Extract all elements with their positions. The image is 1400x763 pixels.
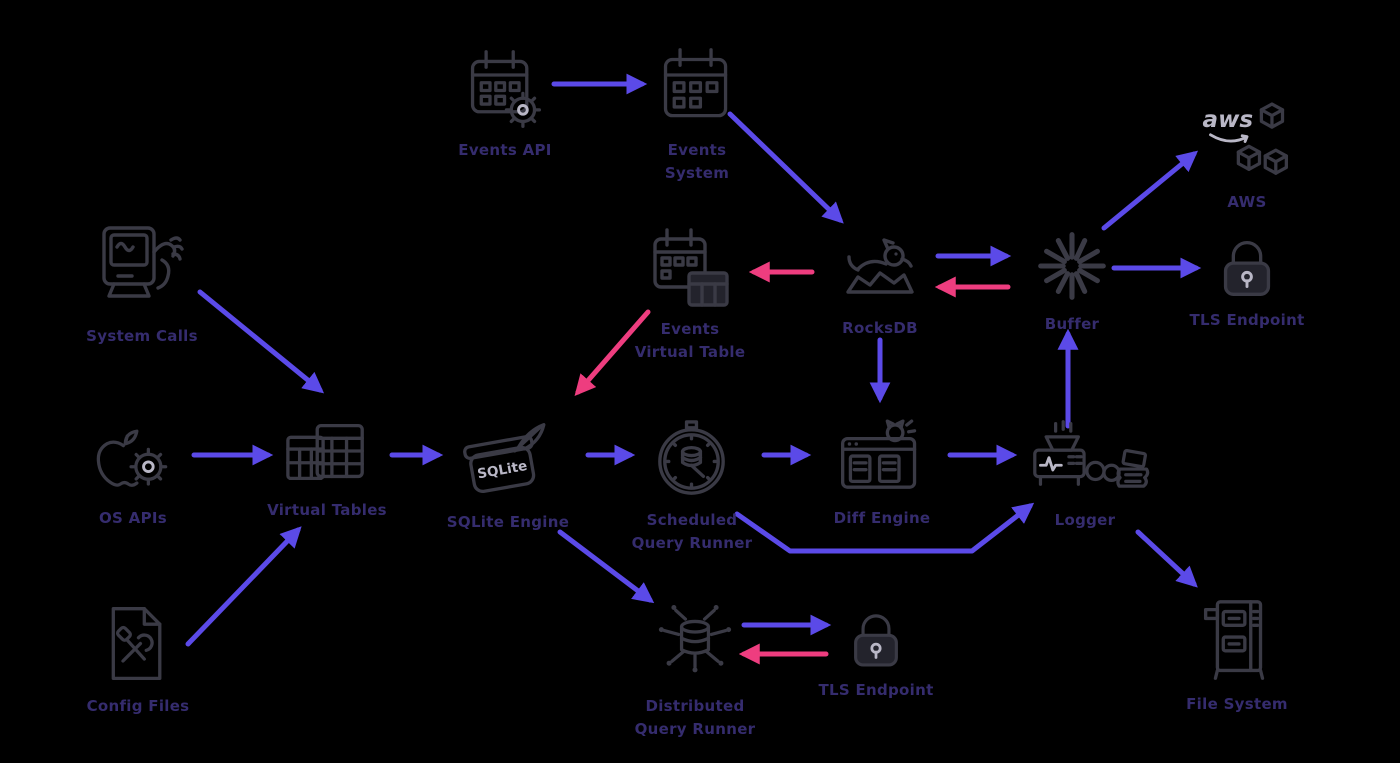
node-diff-engine: Diff Engine <box>787 414 977 530</box>
node-buffer: Buffer <box>977 222 1167 336</box>
document-tools-icon <box>111 607 162 681</box>
node-file-system: File System <box>1142 592 1332 716</box>
node-label: Virtual Tables <box>267 501 387 519</box>
tables-icon <box>286 423 364 481</box>
node-label: OS APIs <box>99 509 167 527</box>
node-label: Events API <box>458 141 552 159</box>
starburst-icon <box>1038 232 1106 300</box>
node-label: System Calls <box>86 327 198 345</box>
lock-icon <box>1223 240 1271 296</box>
node-virtual-tables: Virtual Tables <box>232 408 422 522</box>
node-events-api: Events API <box>410 44 600 162</box>
aws-icon: aws <box>1203 102 1288 175</box>
calendar-gear-icon <box>470 50 542 128</box>
svg-text:aws: aws <box>1203 107 1254 133</box>
node-label: RocksDB <box>842 319 918 337</box>
node-events-system: Events System <box>602 44 792 184</box>
diff-window-cat-icon <box>841 419 917 489</box>
rocksdb-dog-icon <box>846 238 914 294</box>
node-label: Events System <box>664 141 730 182</box>
node-aws: aws AWS <box>1152 96 1342 214</box>
logger-machine-icon <box>1033 420 1150 488</box>
node-label: AWS <box>1227 193 1267 211</box>
calendar-table-icon <box>653 228 729 307</box>
node-config-files: Config Files <box>43 598 233 718</box>
computer-icon <box>102 226 184 298</box>
distributed-database-icon <box>658 605 732 673</box>
node-scheduled-query-runner: Scheduled Query Runner <box>597 412 787 554</box>
node-label: Config Files <box>86 697 190 715</box>
arrow-logger-to-file-system <box>1135 529 1198 588</box>
svg-text:SQLite: SQLite <box>476 458 528 482</box>
apple-gear-icon <box>96 429 168 487</box>
clock-database-icon <box>658 420 725 495</box>
node-os-apis: OS APIs <box>38 416 228 530</box>
node-label: TLS Endpoint <box>818 681 934 699</box>
node-tls-endpoint-bottom: TLS Endpoint <box>781 602 971 702</box>
node-system-calls: System Calls <box>47 214 237 348</box>
node-label: Logger <box>1054 511 1116 529</box>
node-rocksdb: RocksDB <box>785 222 975 340</box>
lock-icon <box>854 614 898 667</box>
node-events-virtual-table: Events Virtual Table <box>595 225 785 363</box>
node-label: Buffer <box>1044 315 1100 333</box>
sqlite-jar-icon: SQLite <box>463 423 546 494</box>
node-label: SQLite Engine <box>446 513 570 531</box>
node-label: Diff Engine <box>833 509 931 527</box>
node-distributed-query-runner: Distributed Query Runner <box>600 596 790 740</box>
node-label: Scheduled Query Runner <box>631 511 753 552</box>
node-label: Events Virtual Table <box>634 320 746 361</box>
node-sqlite-engine: SQLite SQLite Engine <box>413 416 603 534</box>
file-cabinet-icon <box>1203 600 1265 680</box>
node-label: TLS Endpoint <box>1189 311 1305 329</box>
node-tls-endpoint-top: TLS Endpoint <box>1152 228 1342 332</box>
calendar-icon <box>663 48 728 118</box>
node-label: Distributed Query Runner <box>634 697 756 738</box>
node-logger: Logger <box>990 416 1180 532</box>
node-label: File System <box>1186 695 1288 713</box>
